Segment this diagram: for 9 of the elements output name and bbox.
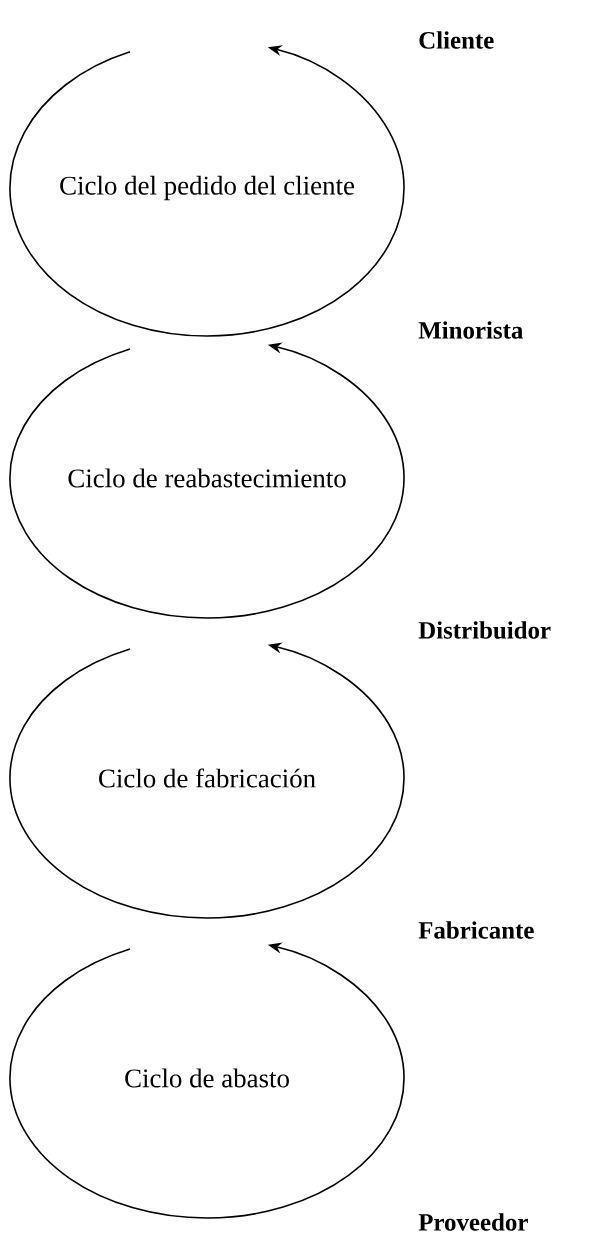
node-label: Ciclo de reabastecimiento [68, 468, 346, 488]
node-label: Ciclo de fabricación [99, 768, 316, 788]
stage-label: Distribuidor [418, 621, 551, 639]
stage-label: Fabricante [418, 921, 534, 939]
stage-label: Cliente [419, 31, 494, 49]
stage-label: Minorista [418, 321, 523, 339]
node-label: Ciclo del pedido del cliente [60, 175, 355, 201]
node-label: Ciclo de abasto [125, 1068, 289, 1088]
stage-label: Proveedor [418, 1213, 528, 1231]
